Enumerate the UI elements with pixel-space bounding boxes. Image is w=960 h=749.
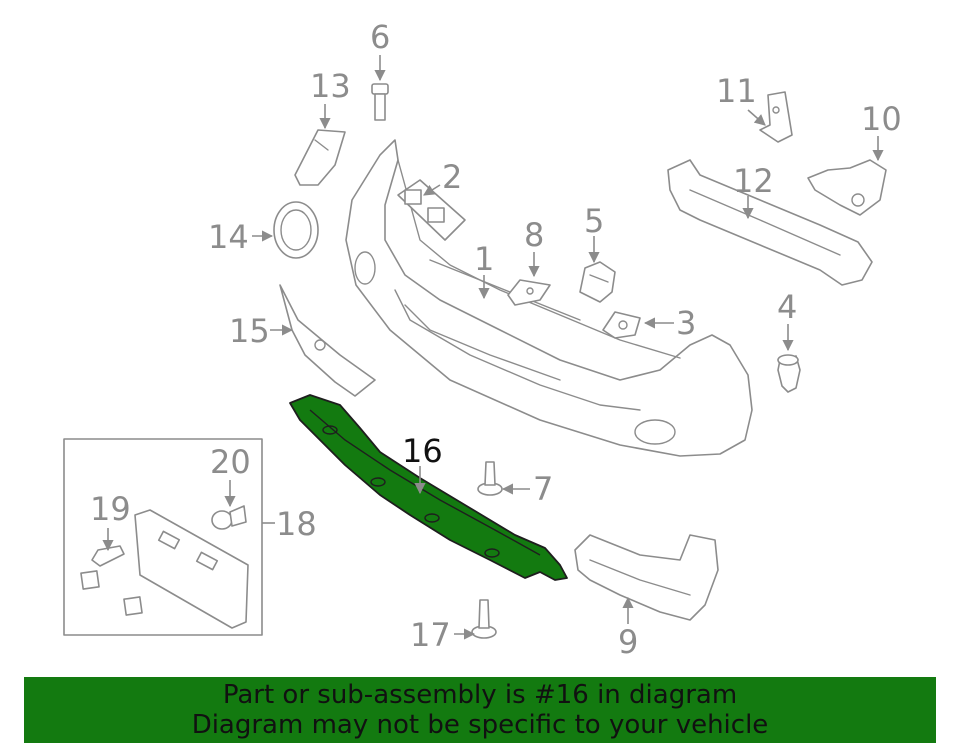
side-bracket-part-15 [279, 284, 376, 397]
lower-absorber-part-16-highlighted [289, 394, 568, 581]
bracket-part-10 [807, 159, 887, 216]
bracket-part-11 [759, 91, 793, 143]
callout-3: 3 [676, 304, 696, 342]
callout-12: 12 [733, 162, 774, 200]
bracket-part-8 [507, 279, 551, 306]
callout-18: 18 [276, 505, 317, 543]
push-clip-part-4 [777, 354, 801, 393]
callout-13: 13 [310, 67, 351, 105]
bracket-part-3 [602, 311, 641, 339]
callout-14: 14 [208, 218, 249, 256]
callout-9: 9 [618, 623, 638, 661]
screw-part-19 [91, 545, 125, 567]
callouts: 1 2 3 4 5 6 7 8 9 10 11 12 13 14 15 16 1… [90, 18, 902, 661]
bracket-part-13 [294, 129, 346, 186]
callout-16: 16 [402, 432, 443, 470]
callout-15: 15 [229, 312, 270, 350]
banner-line-1: Part or sub-assembly is #16 in diagram [222, 680, 738, 710]
bolt-part-7 [477, 461, 503, 496]
bumper-cover-part-1 [345, 139, 753, 457]
callout-20: 20 [210, 443, 251, 481]
reinforcement-part-12 [667, 159, 873, 286]
clip-part-20 [211, 505, 247, 530]
license-bracket-group-part-18 [63, 438, 263, 636]
ring-part-14 [273, 201, 319, 259]
callout-7: 7 [533, 470, 553, 508]
callout-5: 5 [584, 202, 604, 240]
callout-17: 17 [410, 616, 451, 654]
callout-19: 19 [90, 490, 131, 528]
bolt-part-17 [471, 599, 497, 639]
bolt-part-6 [371, 83, 389, 121]
callout-11: 11 [716, 72, 757, 110]
info-banner: Part or sub-assembly is #16 in diagram D… [24, 677, 936, 743]
banner-line-2: Diagram may not be specific to your vehi… [191, 710, 769, 740]
side-bracket-part-9 [574, 534, 719, 621]
callout-2: 2 [442, 158, 462, 196]
leader-lines [102, 55, 884, 640]
bracket-part-5 [579, 261, 616, 303]
callout-1: 1 [474, 240, 494, 278]
callout-6: 6 [370, 18, 390, 56]
callout-4: 4 [777, 288, 797, 326]
callout-8: 8 [524, 216, 544, 254]
clip-part-2 [397, 179, 466, 241]
callout-10: 10 [861, 100, 902, 138]
